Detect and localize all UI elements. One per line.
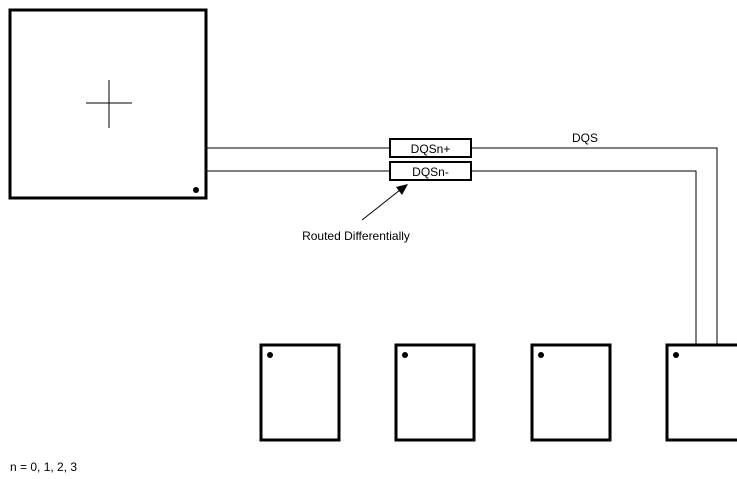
controller-block bbox=[10, 10, 206, 198]
memory-chip-1 bbox=[261, 345, 339, 440]
memory-chip-4-outline bbox=[667, 345, 737, 440]
memory-chip-1-dot bbox=[267, 352, 273, 358]
routed-differentially-label: Routed Differentially bbox=[302, 229, 410, 243]
routed-arrow-head bbox=[396, 184, 408, 195]
dqs-pos-box: DQSn+ bbox=[390, 139, 471, 157]
dqs-net-label: DQS bbox=[572, 131, 598, 145]
memory-chip-3-dot bbox=[538, 352, 544, 358]
controller-pin1-dot bbox=[193, 187, 199, 193]
footnote-n-values: n = 0, 1, 2, 3 bbox=[10, 460, 77, 474]
trace-dqs-pos-right bbox=[471, 148, 717, 344]
routed-arrow-shaft bbox=[362, 190, 400, 220]
controller-outline bbox=[10, 10, 206, 198]
dqs-neg-box: DQSn- bbox=[390, 162, 471, 180]
memory-chip-3 bbox=[532, 345, 610, 440]
memory-chip-2 bbox=[396, 345, 474, 440]
trace-dqs-neg-right bbox=[471, 171, 696, 344]
routed-arrow bbox=[362, 184, 408, 220]
dqs-pos-label: DQSn+ bbox=[411, 142, 451, 156]
memory-chip-4-dot bbox=[673, 352, 679, 358]
memory-chip-2-outline bbox=[396, 345, 474, 440]
memory-chip-4 bbox=[667, 345, 737, 440]
memory-chip-3-outline bbox=[532, 345, 610, 440]
dqs-neg-label: DQSn- bbox=[412, 165, 449, 179]
memory-chip-2-dot bbox=[402, 352, 408, 358]
memory-chip-1-outline bbox=[261, 345, 339, 440]
